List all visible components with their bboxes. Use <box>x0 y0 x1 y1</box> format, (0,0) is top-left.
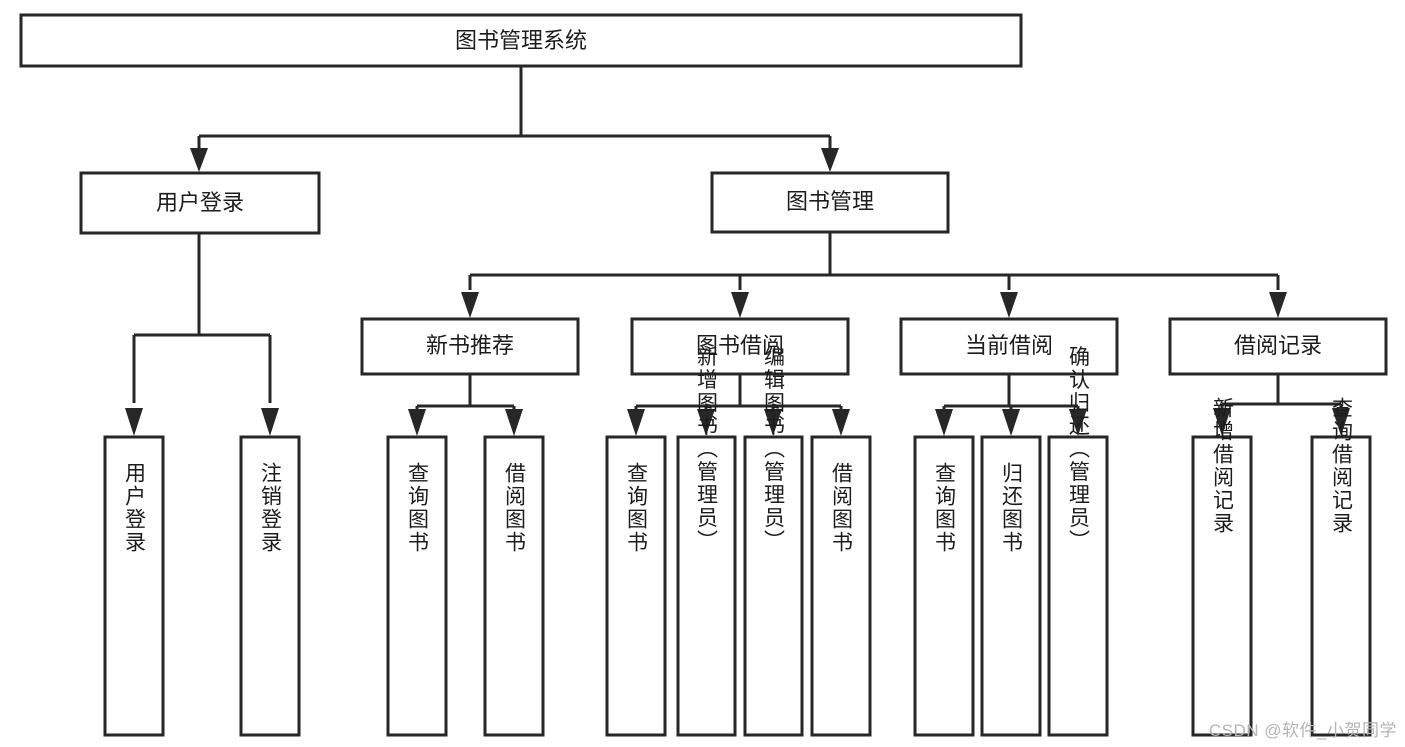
node-leaf-query-book-2-label: 查询图书 <box>625 462 649 554</box>
node-leaf-borrow-book-1-label: 借阅图书 <box>503 462 527 554</box>
node-user-login-label: 用户登录 <box>156 190 244 215</box>
node-leaf-borrow-book-2-label: 借阅图书 <box>830 462 854 554</box>
node-leaf-user-logout-label: 注销登录 <box>259 462 283 554</box>
node-current-borrow-label: 当前借阅 <box>965 333 1053 358</box>
node-leaf-add-record-label: 新增借阅记录 <box>1211 397 1235 535</box>
node-leaf-borrow-book-1-box[interactable] <box>483 435 545 737</box>
node-leaf-query-book-1-label: 查询图书 <box>406 462 430 554</box>
node-leaf-query-record-label: 查询借阅记录 <box>1330 397 1354 535</box>
node-leaf-edit-book-box[interactable] <box>743 435 804 737</box>
arrow-head-leaf-add-book <box>697 409 715 436</box>
node-leaf-query-record-box[interactable] <box>1310 435 1372 737</box>
node-root-box[interactable] <box>19 13 1023 68</box>
node-leaf-add-book-box[interactable] <box>676 435 737 737</box>
node-current-borrow[interactable]: 当前借阅 <box>899 317 1119 376</box>
node-book-borrow[interactable]: 图书借阅 <box>630 317 850 376</box>
node-leaf-query-book-2[interactable]: 查询图书 <box>605 435 667 737</box>
node-user-login-box[interactable] <box>79 171 321 235</box>
node-book-borrow-label: 图书借阅 <box>696 333 784 358</box>
arrow-head-leaf-borrow-book-1 <box>505 409 523 436</box>
node-leaf-query-book-3-box[interactable] <box>913 435 975 737</box>
arrow-head-leaf-borrow-book-2 <box>832 409 850 436</box>
node-new-book-recommend[interactable]: 新书推荐 <box>360 317 580 376</box>
arrow-head-book-manage <box>821 148 839 172</box>
node-leaf-query-book-2-box[interactable] <box>605 435 667 737</box>
node-borrow-record[interactable]: 借阅记录 <box>1168 317 1388 376</box>
arrow-head-leaf-query-record <box>1332 408 1350 436</box>
node-leaf-user-logout-box[interactable] <box>239 435 301 737</box>
node-new-book-recommend-box[interactable] <box>360 317 580 376</box>
node-leaf-query-book-1[interactable]: 查询图书 <box>386 435 448 737</box>
node-leaf-add-record-box[interactable] <box>1191 435 1253 737</box>
arrow-head-leaf-add-record <box>1213 408 1231 436</box>
connector-layer <box>125 66 1350 436</box>
arrow-head-leaf-edit-book <box>764 409 782 436</box>
arrow-head-current-borrow <box>1000 292 1018 318</box>
node-borrow-record-box[interactable] <box>1168 317 1388 376</box>
arrow-head-leaf-query-book-1 <box>408 409 426 436</box>
node-leaf-query-book-1-box[interactable] <box>386 435 448 737</box>
node-leaf-confirm-return[interactable]: 确认归还（管理员） <box>1047 346 1109 737</box>
arrow-head-leaf-return-book <box>1002 409 1020 436</box>
node-leaf-confirm-return-label: 确认归还（管理员） <box>1067 346 1091 553</box>
node-leaf-edit-book-label: 编辑图书（管理员） <box>762 346 786 553</box>
node-book-manage-label: 图书管理 <box>786 189 874 214</box>
node-leaf-return-book-box[interactable] <box>980 435 1042 737</box>
arrow-head-leaf-user-logout <box>261 408 279 436</box>
node-leaf-add-book-label: 新增图书（管理员） <box>695 346 719 553</box>
node-leaf-user-login-label: 用户登录 <box>123 462 147 554</box>
arrow-head-borrow-record <box>1269 292 1287 318</box>
node-leaf-add-book[interactable]: 新增图书（管理员） <box>676 346 737 737</box>
node-leaf-add-record[interactable]: 新增借阅记录 <box>1191 397 1253 737</box>
node-leaf-confirm-return-box[interactable] <box>1047 435 1109 737</box>
node-book-manage[interactable]: 图书管理 <box>710 171 950 234</box>
node-user-login[interactable]: 用户登录 <box>79 171 321 235</box>
arrow-head-user-login <box>190 148 208 172</box>
arrow-head-leaf-confirm-return <box>1069 409 1087 436</box>
node-leaf-borrow-book-2-box[interactable] <box>810 435 872 737</box>
node-leaf-user-logout[interactable]: 注销登录 <box>239 435 301 737</box>
node-leaf-user-login[interactable]: 用户登录 <box>103 435 165 737</box>
node-root-label: 图书管理系统 <box>455 28 587 53</box>
node-root[interactable]: 图书管理系统 <box>19 13 1023 68</box>
node-book-manage-box[interactable] <box>710 171 950 234</box>
node-borrow-record-label: 借阅记录 <box>1234 333 1322 358</box>
node-leaf-borrow-book-1[interactable]: 借阅图书 <box>483 435 545 737</box>
arrow-head-book-borrow <box>731 292 749 318</box>
arrow-head-leaf-query-book-2 <box>627 409 645 436</box>
node-leaf-return-book-label: 归还图书 <box>1000 462 1024 554</box>
node-leaf-user-login-box[interactable] <box>103 435 165 737</box>
node-new-book-recommend-label: 新书推荐 <box>426 333 514 358</box>
node-current-borrow-box[interactable] <box>899 317 1119 376</box>
node-book-borrow-box[interactable] <box>630 317 850 376</box>
arrow-head-leaf-user-login <box>125 408 143 436</box>
node-leaf-borrow-book-2[interactable]: 借阅图书 <box>810 435 872 737</box>
arrow-head-leaf-query-book-3 <box>935 409 953 436</box>
node-leaf-edit-book[interactable]: 编辑图书（管理员） <box>743 346 804 737</box>
arrow-head-new-book-recommend <box>461 292 479 318</box>
node-leaf-return-book[interactable]: 归还图书 <box>980 435 1042 737</box>
node-leaf-query-book-3[interactable]: 查询图书 <box>913 435 975 737</box>
node-leaf-query-book-3-label: 查询图书 <box>933 462 957 554</box>
node-leaf-query-record[interactable]: 查询借阅记录 <box>1310 397 1372 737</box>
